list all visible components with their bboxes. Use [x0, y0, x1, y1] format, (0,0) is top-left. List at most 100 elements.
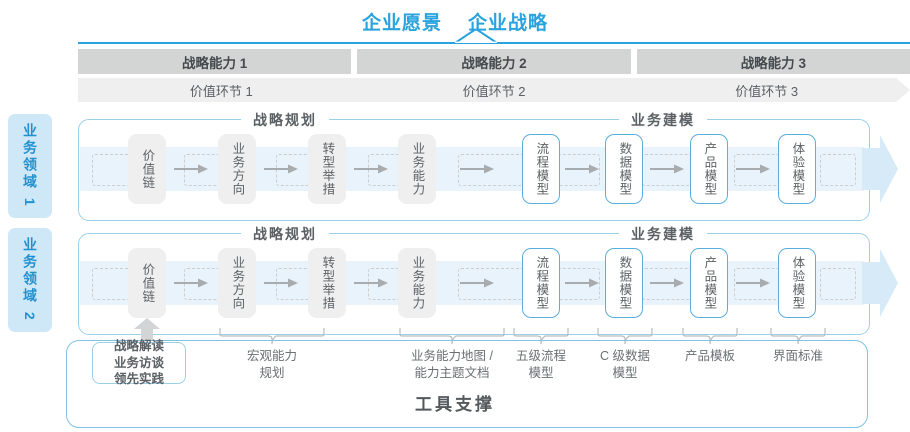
- tool-highlight-box[interactable]: 战略解读业务访谈领先实践: [92, 339, 186, 386]
- vision-divider-line: [78, 42, 910, 44]
- row2-arrow-icon-6: [650, 278, 684, 288]
- row1-node-1-label: 价值链: [140, 148, 155, 190]
- row2-section2-line-right: [707, 233, 855, 235]
- row2-node-7[interactable]: 产品模型: [690, 248, 728, 318]
- capability-gap-2: [630, 49, 637, 74]
- row1-node-1[interactable]: 价值链: [128, 134, 166, 204]
- tool-label-2: 业务能力地图 /能力主题文档: [388, 348, 516, 382]
- row2-section2-line-left: [479, 233, 619, 235]
- row1-section1-line-left: [93, 119, 241, 121]
- tool-label-1-text: 宏观能力规划: [246, 349, 297, 380]
- row2-section1-title: 战略规划: [241, 224, 329, 244]
- row2-node-6[interactable]: 数据模型: [605, 248, 643, 318]
- row2-node-4[interactable]: 业务能力: [398, 248, 436, 318]
- capability-cell-1[interactable]: 战略能力 1: [78, 49, 352, 74]
- row1-node-5-label: 流程模型: [534, 142, 549, 196]
- row2-section1-line-left: [93, 233, 241, 235]
- tool-bracket-4: [597, 328, 653, 344]
- row1-section1-title: 战略规划: [241, 110, 329, 130]
- tool-label-4: C 级数据模型: [589, 348, 661, 382]
- tool-label-6-text: 界面标准: [772, 349, 823, 363]
- row2-node-8-label: 体验模型: [790, 256, 805, 310]
- row2-flow-arrow-icon: [862, 249, 898, 317]
- tool-support-title: 工具支撑: [415, 395, 495, 414]
- row1-node-3[interactable]: 转型举措: [308, 134, 346, 204]
- row2-node-2[interactable]: 业务方向: [218, 248, 256, 318]
- row1-section2-title: 业务建模: [619, 110, 707, 130]
- row2-node-4-label: 业务能力: [410, 256, 425, 310]
- row2-node-5-label: 流程模型: [534, 256, 549, 310]
- value-link-cell-2[interactable]: 价值环节 2: [351, 78, 638, 102]
- row1-node-3-label: 转型举措: [320, 142, 335, 196]
- domain-tab-2-label: 业务领域 2: [22, 237, 38, 323]
- domain-tab-1-label: 业务领域 1: [22, 123, 38, 209]
- row2-node-7-label: 产品模型: [702, 256, 717, 310]
- value-link-bar: 价值环节 1 价值环节 2 价值环节 3: [78, 78, 910, 102]
- domain-tab-1[interactable]: 业务领域 1: [8, 114, 52, 218]
- row2-arrow-icon-2: [264, 278, 298, 288]
- row1-dashed-9: [820, 154, 856, 186]
- row1-node-2-label: 业务方向: [230, 142, 245, 196]
- row1-node-7-label: 产品模型: [702, 142, 717, 196]
- domain-row-2: 战略规划 业务建模: [78, 224, 870, 335]
- row1-arrow-icon-2: [264, 164, 298, 174]
- capability-cell-3[interactable]: 战略能力 3: [636, 49, 910, 74]
- row1-node-6-label: 数据模型: [617, 142, 632, 196]
- vision-peak-icon: [455, 29, 497, 43]
- tool-label-3: 五级流程模型: [505, 348, 577, 382]
- row1-node-8[interactable]: 体验模型: [778, 134, 816, 204]
- row2-section1-line-right: [329, 233, 471, 235]
- row2-node-6-label: 数据模型: [617, 256, 632, 310]
- row1-node-7[interactable]: 产品模型: [690, 134, 728, 204]
- row2-node-8[interactable]: 体验模型: [778, 248, 816, 318]
- row1-section2-line-right: [707, 119, 855, 121]
- vision-strategy-header: 企业愿景 企业战略: [0, 6, 910, 36]
- row2-dashed-9: [820, 268, 856, 300]
- row1-section2-line-left: [479, 119, 619, 121]
- row2-arrow-icon-3: [354, 278, 388, 288]
- tool-label-4-text: C 级数据模型: [599, 349, 650, 380]
- row1-arrow-icon-3: [354, 164, 388, 174]
- tool-label-5: 产品模板: [674, 348, 746, 365]
- row1-node-8-label: 体验模型: [790, 142, 805, 196]
- row2-arrow-icon-1: [174, 278, 208, 288]
- tool-label-2-text: 业务能力地图 /能力主题文档: [411, 349, 493, 380]
- row1-arrow-icon-4: [460, 164, 494, 174]
- value-link-cell-3[interactable]: 价值环节 3: [623, 78, 910, 102]
- tool-highlight-label: 战略解读业务访谈领先实践: [113, 338, 164, 387]
- row1-node-5[interactable]: 流程模型: [522, 134, 560, 204]
- row2-node-5[interactable]: 流程模型: [522, 248, 560, 318]
- row2-node-1[interactable]: 价值链: [128, 248, 166, 318]
- row1-node-6[interactable]: 数据模型: [605, 134, 643, 204]
- tool-label-1: 宏观能力规划: [222, 348, 322, 382]
- row1-node-2[interactable]: 业务方向: [218, 134, 256, 204]
- row1-arrow-icon-5: [565, 164, 599, 174]
- row1-flow-arrow-icon: [862, 135, 898, 203]
- tool-support-container: [66, 340, 868, 428]
- row2-node-2-label: 业务方向: [230, 256, 245, 310]
- row2-node-3[interactable]: 转型举措: [308, 248, 346, 318]
- capability-cell-2[interactable]: 战略能力 2: [357, 49, 631, 74]
- tool-bracket-5: [682, 328, 738, 344]
- row2-node-1-label: 价值链: [140, 262, 155, 304]
- enterprise-strategy-title: 企业战略: [468, 12, 549, 34]
- row2-arrow-icon-5: [565, 278, 599, 288]
- row2-node-3-label: 转型举措: [320, 256, 335, 310]
- row1-node-4[interactable]: 业务能力: [398, 134, 436, 204]
- strategic-capability-bar: 战略能力 1 战略能力 2 战略能力 3: [78, 49, 910, 74]
- value-link-cell-1[interactable]: 价值环节 1: [78, 78, 365, 102]
- row1-arrow-icon-1: [174, 164, 208, 174]
- row2-arrow-icon-7: [736, 278, 770, 288]
- row1-node-4-label: 业务能力: [410, 142, 425, 196]
- tool-bracket-1: [219, 328, 325, 344]
- tool-label-6: 界面标准: [762, 348, 834, 365]
- domain-tab-2[interactable]: 业务领域 2: [8, 228, 52, 332]
- tool-label-5-text: 产品模板: [684, 349, 735, 363]
- tool-bracket-2: [399, 328, 505, 344]
- row2-arrow-icon-4: [460, 278, 494, 288]
- row1-arrow-icon-7: [736, 164, 770, 174]
- domain-row-1: 战略规划 业务建模: [78, 110, 870, 221]
- row2-section2-title: 业务建模: [619, 224, 707, 244]
- row1-section1-line-right: [329, 119, 471, 121]
